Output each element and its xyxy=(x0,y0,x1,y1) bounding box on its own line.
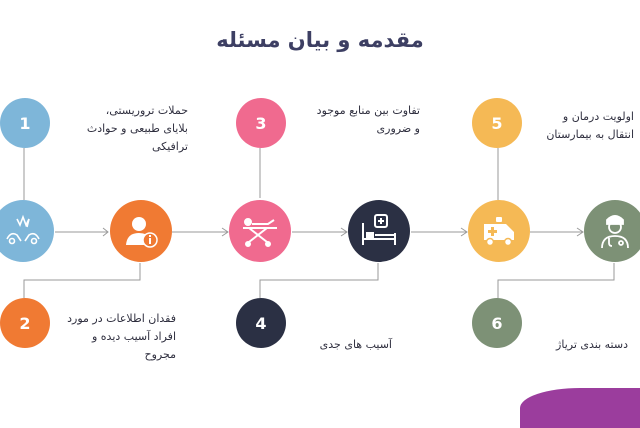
step-2-number-label: 2 xyxy=(19,313,31,333)
page-title: مقدمه و بیان مسئله xyxy=(216,28,424,52)
step-1-text: حملات تروریستی، بلایای طبیعی و حوادث ترا… xyxy=(86,104,188,153)
step-4-number: 4 xyxy=(236,298,286,348)
step-4-text: آسیب های جدی xyxy=(319,338,392,351)
step-3-number-label: 3 xyxy=(255,113,267,133)
step-2-text: فقدان اطلاعات در مورد افراد آسیب دیده و … xyxy=(67,312,176,361)
stretcher-icon xyxy=(229,200,291,262)
step-6-text: دسته بندی تریاژ xyxy=(556,338,628,351)
step-2-number: 2 xyxy=(0,298,50,348)
step-5-number: 5 xyxy=(472,98,522,148)
step-5-text: اولویت درمان و انتقال به بیمارستان xyxy=(546,110,634,141)
hospital-bed-icon xyxy=(348,200,410,262)
step-5-number-label: 5 xyxy=(491,113,503,133)
step-1-number-label: 1 xyxy=(19,113,31,133)
decorative-corner-shape xyxy=(520,388,640,428)
step-6-number: 6 xyxy=(472,298,522,348)
ambulance-icon xyxy=(468,200,530,262)
step-6-number-label: 6 xyxy=(491,313,503,333)
user-info-icon xyxy=(110,200,172,262)
connector-lines xyxy=(23,148,615,298)
disaster-icon xyxy=(0,200,54,262)
step-3-number: 3 xyxy=(236,98,286,148)
step-4-number-label: 4 xyxy=(255,313,267,333)
step-3-text: تفاوت بین منابع موجود و ضروری xyxy=(316,104,420,135)
step-1-number: 1 xyxy=(0,98,50,148)
doctor-icon xyxy=(584,200,640,262)
